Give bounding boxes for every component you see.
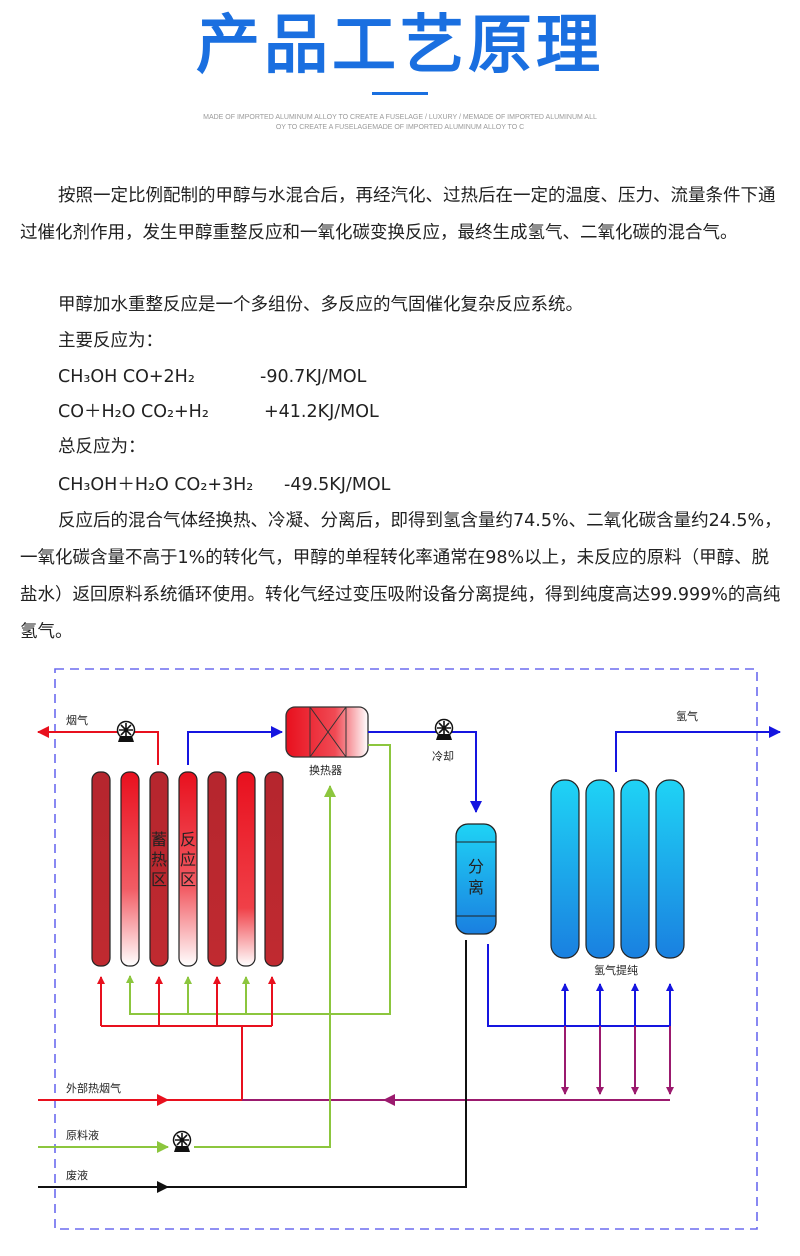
reaction-zone-char-1: 反 <box>180 830 196 849</box>
paragraph-3: 反应后的混合气体经换热、冷凝、分离后，即得到氢含量约74.5%、二氧化碳含量约2… <box>20 511 782 642</box>
flue-gas-outlet-line <box>37 726 159 765</box>
fan-icon <box>434 718 454 740</box>
reaction-1-equation: CH₃OH CO+2H₂ <box>58 367 195 387</box>
diagram-border <box>54 668 758 1230</box>
reformed-gas-line <box>187 726 283 765</box>
reaction-3-enthalpy: -49.5KJ/MOL <box>284 475 391 495</box>
raw-liquid-riser <box>194 785 336 1148</box>
page-title: 产品工艺原理 <box>196 9 604 83</box>
total-reaction-label: 总反应为： <box>58 437 146 457</box>
hx-return-line <box>126 744 391 1015</box>
purification-label: 氢气提纯 <box>594 963 638 977</box>
separator-label: 分 离 <box>468 857 489 897</box>
heating-manifold <box>97 976 276 1100</box>
separator-gas-line <box>487 944 670 1027</box>
reaction-1: CH₃OH CO+2H₂ -90.7KJ/MOL <box>58 364 366 390</box>
title-underline <box>372 92 428 95</box>
separator-vessel <box>455 823 497 935</box>
fan-icon <box>116 720 136 742</box>
psa-flow-arrows <box>561 983 674 1095</box>
subtitle-line-1: MADE OF IMPORTED ALUMINUM ALLOY TO CREAT… <box>203 114 597 121</box>
cooling-label: 冷却 <box>432 750 454 763</box>
cooled-gas-line <box>368 731 482 813</box>
feed-manifold <box>184 976 250 1014</box>
process-flow-diagram: 烟气 换热器 冷却 蓄 热 区 反 应 区 <box>37 668 781 1230</box>
reaction-1-enthalpy: -90.7KJ/MOL <box>260 367 367 387</box>
separator-char-1: 分 <box>468 857 484 876</box>
storage-zone-char-3: 区 <box>151 870 167 889</box>
paragraph-2: 甲醇加水重整反应是一个多组份、多反应的气固催化复杂反应系统。 <box>58 295 583 315</box>
waste-liquid-line <box>38 940 467 1188</box>
reaction-2-equation: CO＋H₂O CO₂+H₂ <box>58 402 209 422</box>
waste-liquid-label: 废液 <box>66 1168 88 1182</box>
hydrogen-outlet-line <box>615 726 781 772</box>
psa-columns <box>550 779 685 959</box>
raw-liquid-label: 原料液 <box>66 1128 99 1142</box>
heat-exchanger-label: 换热器 <box>309 763 342 777</box>
subtitle-line-2: OY TO CREATE A FUSELAGEMADE OF IMPORTED … <box>275 124 525 131</box>
paragraph-1: 按照一定比例配制的甲醇与水混合后，再经汽化、过热后在一定的温度、压力、流量条件下… <box>20 186 776 243</box>
reaction-3-equation: CH₃OH＋H₂O CO₂+3H₂ <box>58 475 254 495</box>
reaction-zone-char-3: 区 <box>180 870 196 889</box>
external-flue-gas-label: 外部热烟气 <box>66 1081 121 1095</box>
storage-zone-char-2: 热 <box>151 850 167 869</box>
reaction-zone-label: 反 应 区 <box>180 830 201 889</box>
flue-gas-label: 烟气 <box>66 713 88 727</box>
heat-exchanger <box>285 706 369 758</box>
main-reactions-label: 主要反应为： <box>58 331 163 351</box>
reaction-zone-char-2: 应 <box>180 850 196 869</box>
storage-zone-char-1: 蓄 <box>151 830 167 849</box>
storage-zone-label: 蓄 热 区 <box>151 830 172 889</box>
pump-icon <box>172 1130 192 1152</box>
reactor-tube-bank <box>91 771 284 967</box>
reaction-3: CH₃OH＋H₂O CO₂+3H₂ -49.5KJ/MOL <box>58 472 390 498</box>
hydrogen-label: 氢气 <box>676 709 698 723</box>
reaction-2-enthalpy: +41.2KJ/MOL <box>264 402 379 422</box>
separator-char-2: 离 <box>468 878 484 897</box>
reaction-2: CO＋H₂O CO₂+H₂ +41.2KJ/MOL <box>58 399 379 425</box>
